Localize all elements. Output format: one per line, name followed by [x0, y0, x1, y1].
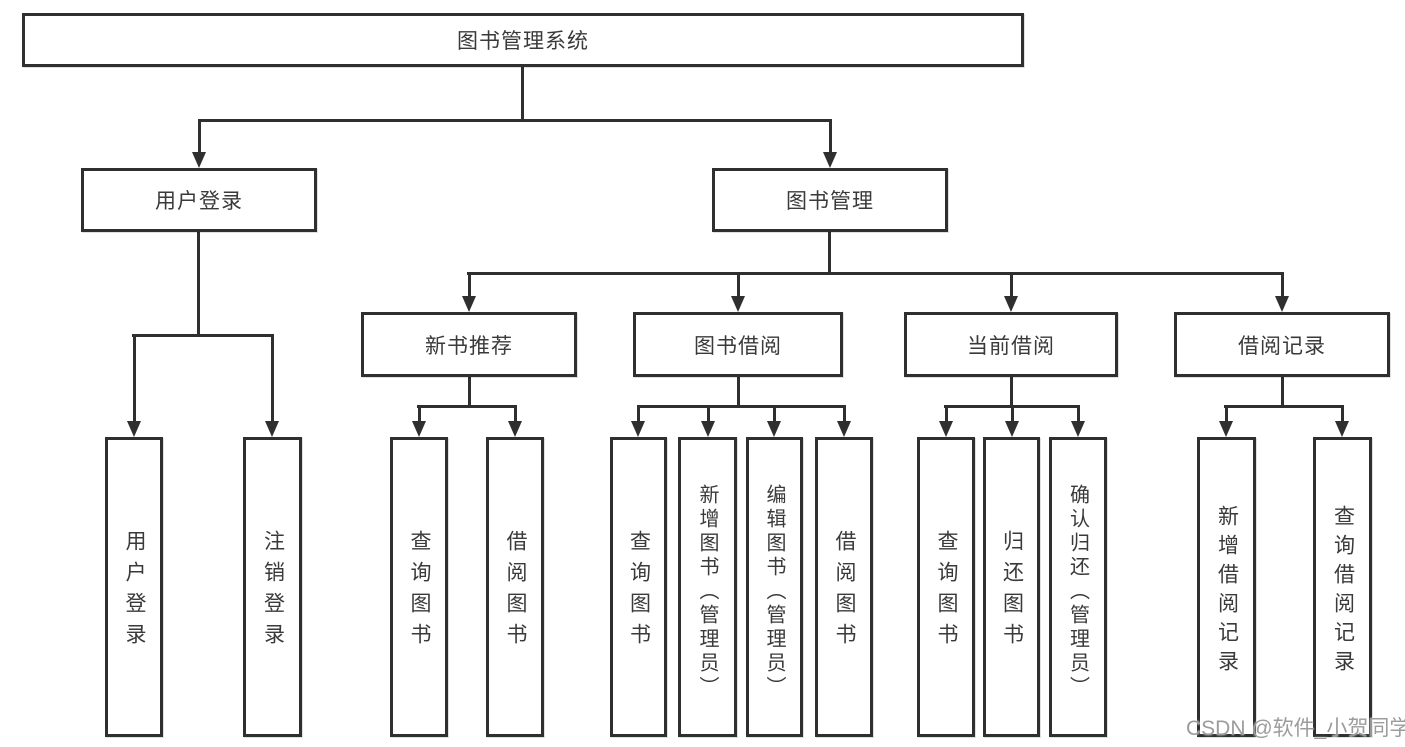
- node-current-borrow: 当前借阅: [904, 312, 1118, 377]
- leaf-label: 确认归还（管理员）: [1066, 484, 1089, 700]
- leaf-return-books: 归还图书: [983, 437, 1040, 737]
- arrow-down-icon: [939, 421, 953, 437]
- connector-line: [468, 272, 471, 297]
- arrow-down-icon: [127, 421, 141, 437]
- arrow-down-icon: [412, 421, 426, 437]
- node-label: 新书推荐: [425, 334, 513, 358]
- arrow-down-icon: [1004, 296, 1018, 312]
- leaf-label: 新增图书（管理员）: [696, 484, 718, 700]
- arrow-down-icon: [701, 421, 715, 437]
- connector-line: [418, 405, 421, 422]
- leaf-label: 查询借阅记录: [1331, 505, 1355, 679]
- arrow-down-icon: [823, 152, 837, 168]
- leaf-label: 借阅图书: [504, 530, 527, 654]
- connector-stem-root: [521, 67, 524, 122]
- leaf-label: 查询图书: [935, 530, 958, 654]
- node-user-login: 用户登录: [81, 168, 317, 232]
- leaf-label: 编辑图书（管理员）: [763, 484, 785, 700]
- node-root-label: 图书管理系统: [457, 30, 589, 53]
- arrow-down-icon: [631, 421, 645, 437]
- connector-line: [829, 119, 832, 153]
- connector-branch-new-book: [417, 405, 517, 408]
- arrow-down-icon: [731, 296, 745, 312]
- connector-line: [773, 405, 776, 422]
- connector-stem-user-login: [197, 232, 200, 336]
- arrow-down-icon: [192, 152, 206, 168]
- connector-line: [843, 405, 846, 422]
- leaf-user-login: 用户登录: [105, 437, 163, 737]
- arrow-down-icon: [1071, 421, 1085, 437]
- connector-branch-root: [198, 119, 831, 122]
- arrow-down-icon: [1335, 421, 1349, 437]
- leaf-query-borrow-record: 查询借阅记录: [1313, 437, 1372, 737]
- arrow-down-icon: [265, 421, 279, 437]
- node-label: 当前借阅: [967, 334, 1055, 358]
- leaf-label: 用户登录: [123, 530, 146, 654]
- connector-line: [1010, 272, 1013, 297]
- connector-line: [1077, 405, 1080, 422]
- leaf-borrow-books-recommend: 借阅图书: [486, 437, 544, 737]
- node-new-book-recommend: 新书推荐: [361, 312, 577, 377]
- connector-branch-book-management: [467, 272, 1283, 275]
- csdn-watermark: CSDN @软件_小贺同学: [1186, 717, 1405, 740]
- leaf-edit-books-admin: 编辑图书（管理员）: [746, 437, 803, 737]
- leaf-add-borrow-record: 新增借阅记录: [1197, 437, 1256, 737]
- connector-line: [133, 334, 136, 422]
- leaf-label: 查询图书: [627, 530, 651, 654]
- leaf-label: 注销登录: [261, 530, 285, 654]
- arrow-down-icon: [1005, 421, 1019, 437]
- leaf-query-books-current: 查询图书: [917, 437, 975, 737]
- connector-branch-borrow-records: [1224, 405, 1344, 408]
- connector-line: [737, 272, 740, 297]
- leaf-confirm-return-admin: 确认归还（管理员）: [1049, 437, 1107, 737]
- leaf-label: 查询图书: [408, 530, 431, 654]
- leaf-add-books-admin: 新增图书（管理员）: [678, 437, 737, 737]
- connector-line: [514, 405, 517, 422]
- connector-line: [1225, 405, 1228, 422]
- node-borrow-records: 借阅记录: [1174, 312, 1390, 377]
- arrow-down-icon: [1219, 421, 1233, 437]
- connector-line: [637, 405, 640, 422]
- connector-stem-borrow-records: [1281, 377, 1284, 407]
- leaf-borrow-books: 借阅图书: [815, 437, 873, 737]
- leaf-logout: 注销登录: [243, 437, 302, 737]
- leaf-label: 归还图书: [1000, 530, 1024, 654]
- arrow-down-icon: [462, 296, 476, 312]
- arrow-down-icon: [837, 421, 851, 437]
- node-label: 图书管理: [786, 190, 874, 213]
- node-root: 图书管理系统: [22, 13, 1024, 67]
- connector-stem-book-borrow: [737, 377, 740, 407]
- arrow-down-icon: [1275, 296, 1289, 312]
- connector-line: [198, 119, 201, 153]
- connector-line: [1011, 405, 1014, 422]
- connector-stem-book-management: [828, 232, 831, 274]
- connector-line: [1341, 405, 1344, 422]
- leaf-label: 新增借阅记录: [1215, 505, 1239, 679]
- arrow-down-icon: [767, 421, 781, 437]
- node-book-borrow: 图书借阅: [633, 312, 843, 377]
- node-label: 图书借阅: [694, 334, 782, 358]
- leaf-query-books-borrow: 查询图书: [610, 437, 667, 737]
- connector-line: [707, 405, 710, 422]
- leaf-query-books-recommend: 查询图书: [390, 437, 448, 737]
- connector-stem-new-book: [468, 377, 471, 407]
- connector-line: [1281, 272, 1284, 297]
- connector-stem-current-borrow: [1010, 377, 1013, 407]
- connector-line: [271, 334, 274, 422]
- arrow-down-icon: [508, 421, 522, 437]
- node-label: 用户登录: [155, 190, 243, 213]
- node-label: 借阅记录: [1238, 334, 1326, 358]
- connector-line: [945, 405, 948, 422]
- leaf-label: 借阅图书: [833, 530, 856, 654]
- connector-branch-book-borrow: [637, 405, 846, 408]
- connector-branch-user-login: [132, 334, 274, 337]
- node-book-management: 图书管理: [712, 168, 948, 232]
